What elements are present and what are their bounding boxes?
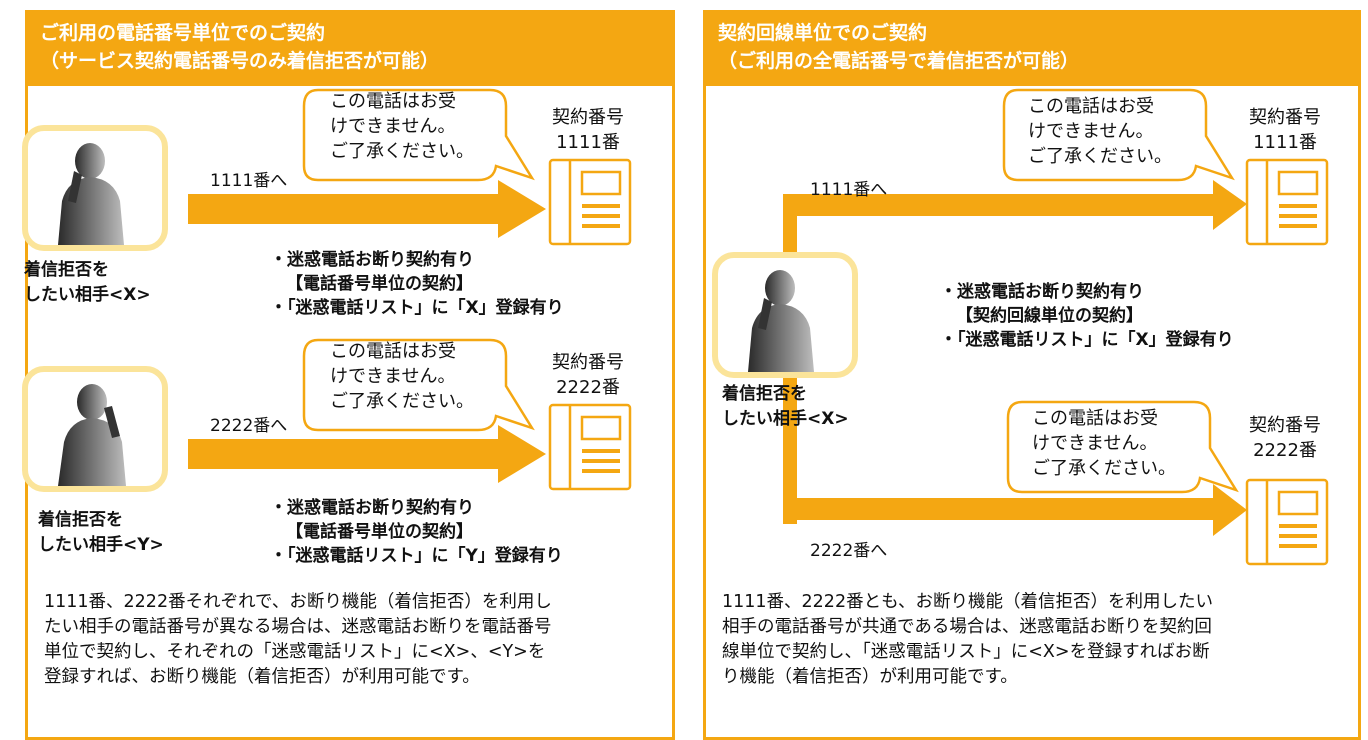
- person-y-icon: [22, 366, 168, 492]
- contract-number-1111: 契約番号 1111番: [1240, 105, 1330, 155]
- description-line: り機能（着信拒否）が利用可能です。: [722, 667, 1018, 687]
- contract-value: 1111番: [1253, 132, 1317, 153]
- bubble-line: ご了承ください。: [1032, 458, 1176, 479]
- telephone-icon: [1245, 478, 1329, 566]
- right-panel-header: 契約回線単位でのご契約 （ご利用の全電話番号で着信拒否が可能）: [706, 13, 1358, 86]
- person-x-icon: [22, 125, 168, 251]
- condition-line: 【電話番号単位の契約】: [286, 522, 473, 542]
- contract-label: 契約番号: [1249, 107, 1321, 128]
- bubble-line: ご了承ください。: [330, 141, 474, 162]
- route-label-2222: 2222番へ: [810, 541, 888, 561]
- speech-bubble-icon: [302, 88, 535, 182]
- caller-line: 着信拒否を: [24, 260, 109, 280]
- telephone-icon: [548, 403, 632, 491]
- caller-x-label: 着信拒否を したい相手<X>: [24, 258, 151, 308]
- bubble-message-3: この電話はお受 けできません。 ご了承ください。: [1028, 94, 1172, 169]
- condition-line: ・「迷惑電話リスト」に「X」登録有り: [940, 330, 1234, 350]
- condition-line: 【契約回線単位の契約】: [956, 306, 1143, 326]
- conditions-1111: ・迷惑電話お断り契約有り 【電話番号単位の契約】 ・「迷惑電話リスト」に「X」登…: [270, 248, 564, 320]
- telephone-icon: [1245, 158, 1329, 246]
- contract-label: 契約番号: [1249, 415, 1321, 436]
- contract-number-2222: 契約番号 2222番: [1240, 413, 1330, 463]
- bubble-line: この電話はお受: [330, 91, 456, 112]
- condition-line: ・「迷惑電話リスト」に「X」登録有り: [270, 298, 564, 318]
- speech-bubble-icon: [1002, 88, 1235, 182]
- bubble-line: ご了承ください。: [330, 391, 474, 412]
- caller-y-label: 着信拒否を したい相手<Y>: [38, 508, 164, 558]
- bubble-line: けできません。: [1028, 121, 1154, 142]
- bubble-line: この電話はお受: [330, 341, 456, 362]
- caller-line: したい相手<X>: [722, 409, 849, 429]
- condition-line: 【電話番号単位の契約】: [286, 274, 473, 294]
- caller-line: したい相手<X>: [24, 285, 151, 305]
- bubble-message-2: この電話はお受 けできません。 ご了承ください。: [330, 339, 474, 414]
- person-x-icon: [712, 252, 858, 378]
- left-description: 1111番、2222番それぞれで、お断り機能（着信拒否）を利用し たい相手の電話…: [44, 590, 552, 690]
- contract-value: 1111番: [556, 132, 620, 153]
- condition-line: ・迷惑電話お断り契約有り: [940, 282, 1144, 302]
- telephone-icon: [548, 158, 632, 246]
- bubble-line: けできません。: [330, 116, 456, 137]
- contract-value: 2222番: [1253, 440, 1317, 461]
- route-label-1111: 1111番へ: [810, 180, 888, 200]
- description-line: 線単位で契約し、「迷惑電話リスト」に<X>を登録すればお断: [722, 642, 1210, 662]
- speech-bubble-icon: [1006, 400, 1239, 494]
- description-line: たい相手の電話番号が異なる場合は、迷惑電話お断りを電話番号: [44, 617, 552, 637]
- condition-line: ・迷惑電話お断り契約有り: [270, 498, 474, 518]
- contract-value: 2222番: [556, 377, 620, 398]
- contract-number-1111: 契約番号 1111番: [543, 105, 633, 155]
- route-label-2222: 2222番へ: [210, 416, 288, 436]
- conditions-contract-line: ・迷惑電話お断り契約有り 【契約回線単位の契約】 ・「迷惑電話リスト」に「X」登…: [940, 280, 1234, 352]
- speech-bubble-icon: [302, 338, 535, 432]
- bubble-line: この電話はお受: [1028, 96, 1154, 117]
- bubble-line: ご了承ください。: [1028, 146, 1172, 167]
- description-line: 1111番、2222番とも、お断り機能（着信拒否）を利用したい: [722, 592, 1214, 612]
- caller-x-label: 着信拒否を したい相手<X>: [722, 382, 849, 432]
- left-panel-header: ご利用の電話番号単位でのご契約 （サービス契約電話番号のみ着信拒否が可能）: [28, 13, 672, 86]
- caller-line: 着信拒否を: [722, 384, 807, 404]
- bubble-message-4: この電話はお受 けできません。 ご了承ください。: [1032, 406, 1176, 481]
- right-description: 1111番、2222番とも、お断り機能（着信拒否）を利用したい 相手の電話番号が…: [722, 590, 1213, 690]
- caller-line: 着信拒否を: [38, 510, 123, 530]
- description-line: 単位で契約し、それぞれの「迷惑電話リスト」に<X>、<Y>を: [44, 642, 546, 662]
- contract-label: 契約番号: [552, 352, 624, 373]
- condition-line: ・「迷惑電話リスト」に「Y」登録有り: [270, 546, 563, 566]
- contract-label: 契約番号: [552, 107, 624, 128]
- description-line: 1111番、2222番それぞれで、お断り機能（着信拒否）を利用し: [44, 592, 552, 612]
- left-panel-title-line2: （サービス契約電話番号のみ着信拒否が可能）: [40, 50, 440, 72]
- right-panel-title-line2: （ご利用の全電話番号で着信拒否が可能）: [718, 50, 1080, 72]
- arrow-right-icon: [188, 425, 546, 483]
- description-line: 相手の電話番号が共通である場合は、迷惑電話お断りを契約回: [722, 617, 1212, 637]
- condition-line: ・迷惑電話お断り契約有り: [270, 250, 474, 270]
- right-panel-title-line1: 契約回線単位でのご契約: [718, 22, 928, 44]
- arrow-right-icon: [188, 180, 546, 238]
- bubble-line: けできません。: [330, 366, 456, 387]
- route-label-1111: 1111番へ: [210, 171, 288, 191]
- bubble-line: この電話はお受: [1032, 408, 1158, 429]
- contract-number-2222: 契約番号 2222番: [543, 350, 633, 400]
- bubble-line: けできません。: [1032, 433, 1158, 454]
- description-line: 登録すれば、お断り機能（着信拒否）が利用可能です。: [44, 667, 480, 687]
- conditions-2222: ・迷惑電話お断り契約有り 【電話番号単位の契約】 ・「迷惑電話リスト」に「Y」登…: [270, 496, 563, 568]
- bubble-message-1: この電話はお受 けできません。 ご了承ください。: [330, 89, 474, 164]
- left-panel-title-line1: ご利用の電話番号単位でのご契約: [40, 22, 326, 44]
- caller-line: したい相手<Y>: [38, 535, 164, 555]
